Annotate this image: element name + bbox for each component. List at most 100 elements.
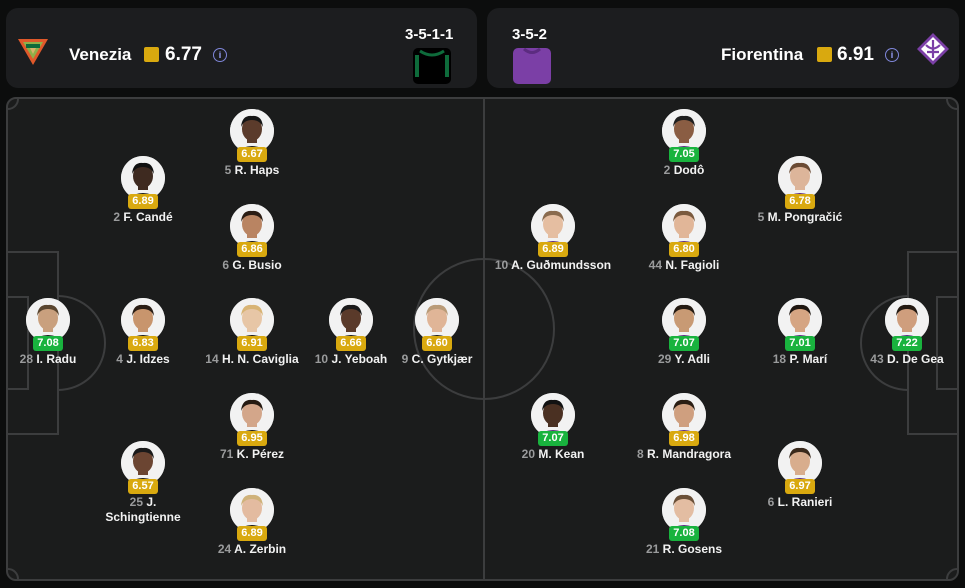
player-label: 4 J. Idzes <box>53 352 233 367</box>
player-label: 18 P. Marí <box>710 352 890 367</box>
player-number: 2 <box>113 210 120 224</box>
player-number: 2 <box>663 163 671 177</box>
away-team-card[interactable]: 3-5-2 Fiorentina 6.91 i <box>487 8 959 88</box>
fiorentina-crest-icon <box>917 33 949 65</box>
player-rating: 6.66 <box>336 336 366 351</box>
player-photo <box>121 441 165 485</box>
player-label: 43 D. De Gea <box>817 352 965 367</box>
player-photo <box>662 204 706 248</box>
home-kit-icon <box>413 48 451 84</box>
player-name: Dodô <box>673 163 705 177</box>
player-rating: 6.83 <box>128 336 158 351</box>
home-team-rating: 6.77 <box>165 44 202 65</box>
player-name: J. Idzes <box>126 352 170 366</box>
player-label: 9 C. Gytkjær <box>347 352 527 367</box>
player-number: 6 <box>222 258 229 272</box>
player-photo <box>230 109 274 153</box>
player-photo <box>778 441 822 485</box>
player-number: 25 <box>129 495 143 509</box>
venezia-crest-icon <box>18 39 48 65</box>
player-name: J. Schingtienne <box>105 495 181 524</box>
player-photo <box>230 204 274 248</box>
player-label: 10 J. Yeboah <box>261 352 441 367</box>
player-label: 71 K. Pérez <box>162 447 342 462</box>
player-label: 5 M. Pongračić <box>710 210 890 225</box>
player-name: M. Pongračić <box>767 210 843 224</box>
player-number: 29 <box>657 352 672 366</box>
player-label: 14 H. N. Caviglia <box>162 352 342 367</box>
player-number: 24 <box>217 542 232 556</box>
player-name: D. De Gea <box>887 352 944 366</box>
player-name: L. Ranieri <box>777 495 833 509</box>
player-rating: 6.89 <box>128 194 158 209</box>
player-photo <box>662 488 706 532</box>
player-name: A. Zerbin <box>234 542 287 556</box>
player-number: 18 <box>772 352 787 366</box>
player-photo <box>26 298 70 342</box>
player-name: C. Gytkjær <box>411 352 473 366</box>
player-rating: 6.78 <box>785 194 815 209</box>
player-photo <box>778 156 822 200</box>
player-rating: 6.60 <box>422 336 452 351</box>
player-rating: 6.89 <box>538 242 568 257</box>
player-rating: 7.07 <box>538 431 568 446</box>
player-number: 8 <box>636 447 644 461</box>
player-rating: 6.86 <box>237 242 267 257</box>
player-photo <box>662 393 706 437</box>
player-rating: 7.08 <box>669 526 699 541</box>
player-rating: 6.80 <box>669 242 699 257</box>
player-rating: 7.01 <box>785 336 815 351</box>
player-name: F. Candé <box>123 210 173 224</box>
player-number: 43 <box>870 352 884 366</box>
player-name: R. Haps <box>234 163 280 177</box>
away-team-name[interactable]: Fiorentina <box>721 45 804 64</box>
player-number: 5 <box>224 163 232 177</box>
player-number: 28 <box>19 352 33 366</box>
player-label: 6 L. Ranieri <box>710 495 890 510</box>
player-rating: 6.57 <box>128 479 158 494</box>
player-name: R. Mandragora <box>647 447 732 461</box>
player-number: 21 <box>645 542 660 556</box>
player-label: 20 M. Kean <box>463 447 643 462</box>
away-formation: 3-5-2 <box>512 26 548 43</box>
home-formation: 3-5-1-1 <box>405 26 454 43</box>
player-label: 24 A. Zerbin <box>162 542 342 557</box>
player-name: H. N. Caviglia <box>222 352 299 366</box>
player-rating: 6.95 <box>237 431 267 446</box>
player-label: 5 R. Haps <box>162 163 342 178</box>
info-icon[interactable]: i <box>213 48 227 62</box>
player-name: Y. Adli <box>674 352 711 366</box>
player-name: M. Kean <box>538 447 585 461</box>
home-team-card[interactable]: Venezia 6.77 i 3-5-1-1 <box>6 8 477 88</box>
player-photo <box>230 298 274 342</box>
player-rating: 7.22 <box>892 336 922 351</box>
player-photo <box>415 298 459 342</box>
player-rating: 7.08 <box>33 336 63 351</box>
player-label: 8 R. Mandragora <box>594 447 774 462</box>
player-rating: 6.89 <box>237 526 267 541</box>
player-label: 2 F. Candé <box>53 210 233 225</box>
player-name: R. Gosens <box>662 542 723 556</box>
player-name: A. Guðmundsson <box>511 258 612 272</box>
player-label: 25 J. Schingtienne <box>103 495 183 525</box>
player-name: J. Yeboah <box>331 352 388 366</box>
player-label: 28 I. Radu <box>0 352 138 367</box>
player-label: 29 Y. Adli <box>594 352 774 367</box>
home-team-name[interactable]: Venezia <box>69 45 132 64</box>
player-label: 44 N. Fagioli <box>594 258 774 273</box>
player-number: 6 <box>767 495 775 509</box>
player-rating: 6.67 <box>237 147 267 162</box>
player-rating: 7.05 <box>669 147 699 162</box>
home-rating-badge <box>144 47 159 62</box>
player-rating: 6.91 <box>237 336 267 351</box>
player-rating: 6.98 <box>669 431 699 446</box>
away-rating-badge <box>817 47 832 62</box>
player-number: 9 <box>401 352 409 366</box>
info-icon[interactable]: i <box>885 48 899 62</box>
player-rating: 6.97 <box>785 479 815 494</box>
player-rating: 7.07 <box>669 336 699 351</box>
player-label: 10 A. Guðmundsson <box>463 258 643 273</box>
player-number: 44 <box>648 258 662 272</box>
player-number: 14 <box>205 352 219 366</box>
player-name: I. Radu <box>36 352 77 366</box>
